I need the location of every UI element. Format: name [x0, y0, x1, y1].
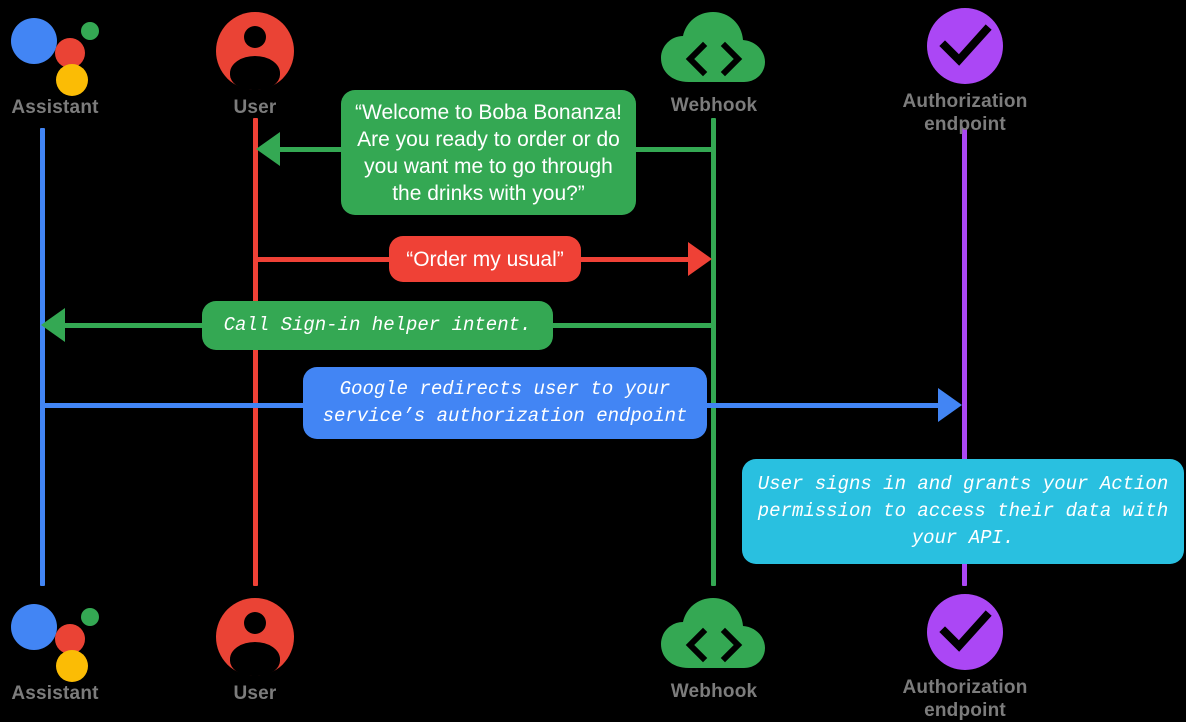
message-bubble-order: “Order my usual”: [389, 236, 581, 282]
actor-label-user-bottom: User: [233, 683, 277, 704]
purple-check-circle-icon: [927, 594, 1003, 670]
arrow-head-signin: [41, 308, 65, 342]
actor-label-auth-bottom: Authorization endpoint: [902, 677, 1028, 721]
lifeline-assistant: [40, 128, 45, 586]
google-assistant-dots-icon: [11, 598, 99, 682]
actor-auth-bottom: Authorization endpoint: [880, 594, 1050, 722]
actor-label-auth-top: Authorization endpoint: [902, 91, 1028, 135]
arrow-head-redirect: [938, 388, 962, 422]
actor-label-user-top: User: [233, 97, 277, 118]
actor-label-assistant-top: Assistant: [11, 97, 99, 118]
actor-label-webhook-bottom: Webhook: [670, 681, 758, 702]
actor-user-top: User: [200, 12, 310, 119]
cloud-code-icon: [659, 594, 769, 674]
actor-webhook-top: Webhook: [658, 8, 770, 117]
purple-check-circle-icon: [927, 8, 1003, 84]
message-note-user-signs-in: User signs in and grants your Action per…: [742, 459, 1184, 564]
lifeline-user: [253, 118, 258, 586]
actor-auth-top: Authorization endpoint: [880, 8, 1050, 136]
message-bubble-signin: Call Sign-in helper intent.: [202, 301, 553, 350]
actor-user-bottom: User: [200, 598, 310, 705]
lifeline-webhook: [711, 118, 716, 586]
actor-assistant-top: Assistant: [0, 12, 110, 119]
actor-label-webhook-top: Webhook: [670, 95, 758, 116]
actor-webhook-bottom: Webhook: [658, 594, 770, 703]
cloud-code-icon: [659, 8, 769, 88]
actor-assistant-bottom: Assistant: [0, 598, 110, 705]
user-avatar-icon: [216, 12, 294, 90]
message-text-welcome: “Welcome to Boba Bonanza! Are you ready …: [355, 100, 622, 205]
arrow-head-order: [688, 242, 712, 276]
message-bubble-welcome: “Welcome to Boba Bonanza! Are you ready …: [341, 90, 636, 215]
google-assistant-dots-icon: [11, 12, 99, 96]
message-text-redirect: Google redirects user to your service’s …: [322, 378, 688, 427]
actor-label-assistant-bottom: Assistant: [11, 683, 99, 704]
arrow-head-welcome: [256, 132, 280, 166]
message-text-user-signs-in: User signs in and grants your Action per…: [757, 473, 1169, 549]
message-text-signin: Call Sign-in helper intent.: [223, 314, 532, 336]
message-text-order: “Order my usual”: [406, 247, 564, 271]
user-avatar-icon: [216, 598, 294, 676]
lifeline-auth: [962, 128, 967, 586]
message-bubble-redirect: Google redirects user to your service’s …: [303, 367, 707, 439]
